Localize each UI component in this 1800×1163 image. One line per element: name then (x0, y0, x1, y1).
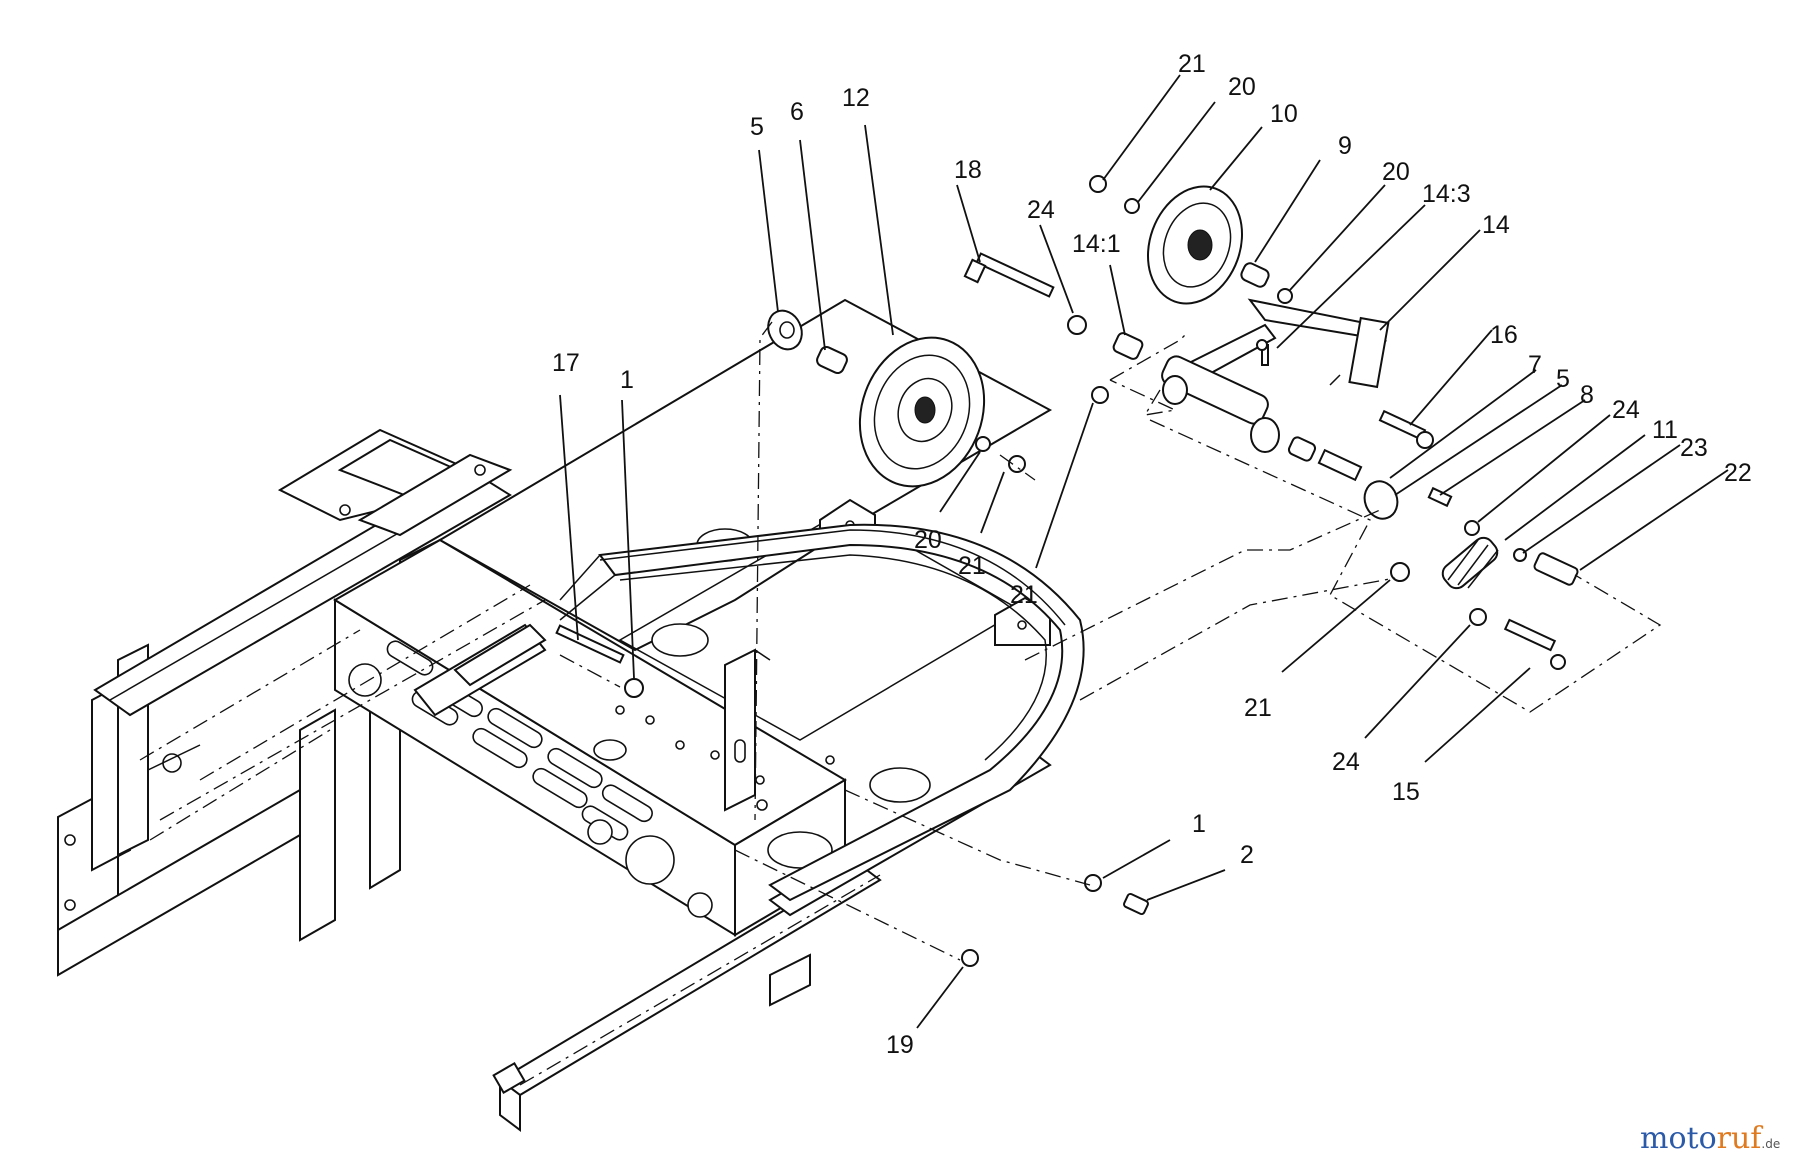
pulley-12-group (767, 309, 1026, 488)
callout-16: 16 (1490, 321, 1518, 349)
callout-24: 24 (1332, 748, 1360, 776)
callout-19: 19 (886, 1031, 914, 1059)
callout-11: 11 (1652, 416, 1678, 444)
callout-21: 21 (1010, 581, 1038, 609)
callout-21: 21 (1178, 50, 1206, 78)
callout-22: 22 (1724, 459, 1752, 487)
watermark-suffix: .de (1761, 1137, 1780, 1151)
callout-21: 21 (958, 552, 986, 580)
callout-9: 9 (1338, 132, 1352, 160)
callout-8: 8 (1580, 381, 1594, 409)
callout-14-3: 14:3 (1422, 180, 1471, 208)
callout-24: 24 (1612, 396, 1640, 424)
callout-1: 1 (1192, 810, 1206, 838)
leader-lines (559, 74, 1729, 1029)
callout-18: 18 (954, 156, 982, 184)
idler-arm-14 (1161, 298, 1390, 453)
callout-21: 21 (1244, 694, 1272, 722)
callout-1: 1 (620, 366, 634, 394)
callout-14-1: 14:1 (1072, 230, 1121, 258)
callout-2: 2 (1240, 841, 1254, 869)
idler-hardware (1287, 409, 1434, 520)
callout-10: 10 (1270, 100, 1298, 128)
callout-20: 20 (914, 526, 942, 554)
spring-11-group (1390, 486, 1579, 670)
callout-14: 14 (1482, 211, 1510, 239)
callout-20: 20 (1228, 73, 1256, 101)
callout-5: 5 (1556, 365, 1570, 393)
callout-17: 17 (552, 349, 580, 377)
assembly-lines (139, 321, 1662, 1086)
callout-labels: 21 20 10 9 20 14:3 14 18 24 14:1 5 6 12 … (552, 50, 1752, 1059)
callout-20: 20 (1382, 158, 1410, 186)
pulley-10-group (1089, 175, 1293, 305)
watermark-logo: motoruf.de (1640, 1121, 1780, 1156)
frame-hardware (555, 624, 1149, 967)
callout-24: 24 (1027, 196, 1055, 224)
callout-7: 7 (1528, 351, 1542, 379)
callout-23: 23 (1680, 434, 1708, 462)
callout-12: 12 (842, 84, 870, 112)
watermark-part1: moto (1640, 1121, 1717, 1156)
watermark-part2: ruf (1717, 1121, 1764, 1156)
bolt-18-group (963, 252, 1144, 404)
callout-15: 15 (1392, 778, 1420, 806)
callout-5: 5 (750, 113, 764, 141)
side-plate-slots (348, 640, 713, 918)
svg-text:motoruf.de: motoruf.de (1640, 1121, 1780, 1156)
callout-6: 6 (790, 98, 804, 126)
